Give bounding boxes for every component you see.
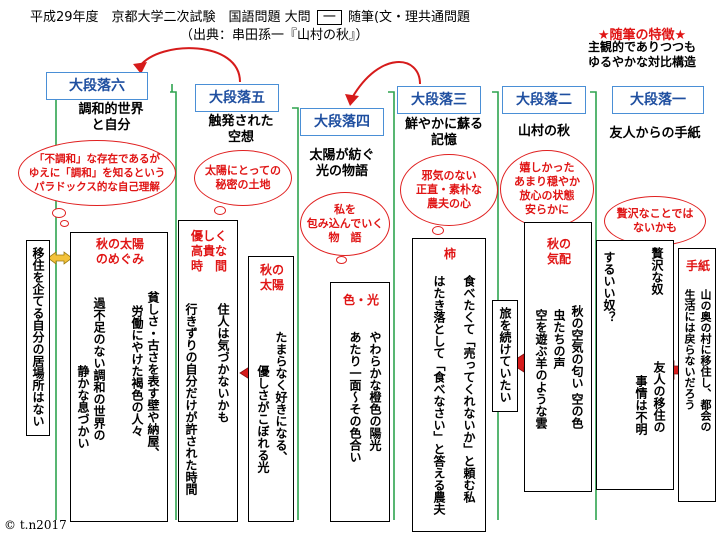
arrow-head-3to4 [345, 94, 359, 106]
bubble-section-3: 邪気のない 正直・素朴な 農夫の心 [400, 154, 498, 226]
bubble-tail-6b [60, 220, 69, 227]
box-section-3: 柿 食べたくて「売ってくれないか」と頼む私 はたき落として「食べなさい」と答える… [412, 238, 486, 532]
s1-mid-line-b: 事情は不明 [634, 375, 648, 435]
section-subtitle-6: 調和的世界 と自分 [78, 102, 144, 133]
section-subtitle-4: 太陽が紡ぐ 光の物語 [309, 148, 375, 179]
s5-line-b: 行きずりの自分だけが許された時間 [184, 303, 198, 495]
bubble-section-5: 太陽にとっての 秘密の土地 [194, 150, 292, 206]
s3-line-a: 食べたくて「売ってくれないか」と頼む私 [462, 275, 476, 503]
section-subtitle-5: 触発された 空想 [208, 114, 274, 145]
section-label-2: 大段落二 [502, 86, 586, 114]
box-section-1-mid: するいい奴？ 贅沢な奴 友人の移住の 事情は不明 [596, 240, 674, 490]
header-title: 平成29年度 京都大学二次試験 国語問題 大問 [30, 10, 311, 25]
s2-heading: 秋の 気配 [546, 237, 571, 266]
s5-side-line-b: 優しさがこぼれる光 [256, 365, 270, 473]
section-subtitle-3: 鮮やかに蘇る 記憶 [404, 117, 483, 148]
bubble-tail-4 [336, 256, 347, 264]
bubble-tail-6 [52, 208, 66, 218]
box-section-2: 秋の 気配 秋の空気の匂い 空の色 虫たちの声 空を遊ぶ羊のような雲 [524, 222, 592, 492]
s6-line-c: 過不足のない調和の世界の [92, 297, 106, 441]
bubble-section-2: 嬉しかった あまり穏やか 放心の状態 安らかに [500, 150, 594, 228]
header-subtitle: 随筆(文・理共通問題 [347, 10, 471, 25]
s1-question: するいい奴？ [602, 251, 616, 323]
s6-line-d: 静かな息づかい [76, 365, 90, 449]
arrow-head-5to6 [133, 62, 147, 74]
s3-heading: 柿 [443, 247, 456, 261]
copyright: © t.n2017 [4, 518, 67, 532]
box-section-2-left: 旅を続けていたい [492, 300, 518, 412]
box-outer-left: 移住を企てる自分の居場所はない [26, 240, 50, 436]
outer-left-text: 移住を企てる自分の居場所はない [31, 247, 45, 427]
s6-line-b: 労働にやけた褐色の人々 [130, 305, 144, 437]
bubble-tail-5 [214, 206, 226, 215]
s1-heading: 手紙 [685, 259, 710, 273]
s2-line-c: 空を遊ぶ羊のような雲 [534, 309, 548, 429]
s6-heading: 秋の太陽 のめぐみ [95, 237, 145, 266]
question-number-box: 一 [316, 10, 342, 25]
section-subtitle-2: 山村の秋 [517, 124, 570, 139]
feature-body: 主観的でありつつも ゆるやかな対比構造 [587, 40, 696, 69]
header-source: （出典：串田孫一『山村の秋』） [180, 28, 369, 43]
section-label-1: 大段落一 [612, 86, 704, 114]
box-section-5: 優しく 高貴な 時 間 住人は気づかないかも 行きずりの自分だけが許された時間 [178, 220, 238, 522]
bubble-section-4: 私を 包み込んでいく 物 語 [300, 192, 390, 256]
s1-line-b: 生活には戻らないだろう [683, 289, 696, 410]
box-section-6: 秋の太陽 のめぐみ 貧しさ・古さを表す壁や納屋、 労働にやけた褐色の人々 過不足… [70, 232, 168, 522]
header-line1: 平成29年度 京都大学二次試験 国語問題 大問 一 随筆(文・理共通問題 [30, 10, 470, 26]
s1-mid-line-a: 友人の移住の [652, 361, 666, 433]
section-label-6: 大段落六 [46, 72, 148, 100]
s5-line-a: 住人は気づかないかも [216, 303, 230, 423]
bubble-section-1: 贅沢なことでは ないかも [604, 196, 706, 246]
s2-left-text: 旅を続けていたい [498, 307, 512, 403]
s3-line-b: はたき落として「食べなさい」と答える農夫 [432, 275, 446, 515]
s5-side-line-a: たまらなく好きになる、 [274, 331, 288, 463]
s4-line-b: あたり一面～その色合い [348, 331, 362, 463]
s4-heading: 色・光 [342, 293, 379, 307]
bubble-tail-3 [432, 226, 444, 235]
s2-line-a: 秋の空気の匂い 空の色 [570, 305, 584, 430]
section-label-4: 大段落四 [300, 108, 384, 136]
section-label-3: 大段落三 [397, 86, 481, 114]
feature-title: ★随筆の特徴★ [597, 28, 687, 43]
section-subtitle-1: 友人からの手紙 [609, 126, 701, 141]
s5-side-heading: 秋の 太陽 [259, 263, 284, 292]
s6-line-a: 貧しさ・古さを表す壁や納屋、 [146, 291, 160, 459]
s5-heading: 優しく 高貴な 時 間 [190, 229, 227, 273]
s1-luxury: 贅沢な奴 [650, 247, 664, 295]
section-label-5: 大段落五 [195, 84, 279, 112]
box-section-4: 色・光 やわらかな橙色の陽光 あたり一面～その色合い [330, 282, 390, 522]
s4-line-a: やわらかな橙色の陽光 [368, 331, 382, 451]
s1-line-a: 山の奥の村に移住し、都会の [699, 289, 712, 432]
box-section-1: 手紙 山の奥の村に移住し、都会の 生活には戻らないだろう [678, 248, 716, 502]
box-section-5-side: 秋の 太陽 たまらなく好きになる、 優しさがこぼれる光 [248, 256, 294, 522]
bubble-section-6: 「不調和」な存在であるが ゆえに「調和」を知るという パラドックス的な自己理解 [18, 140, 176, 206]
s2-line-b: 虫たちの声 [552, 309, 566, 369]
